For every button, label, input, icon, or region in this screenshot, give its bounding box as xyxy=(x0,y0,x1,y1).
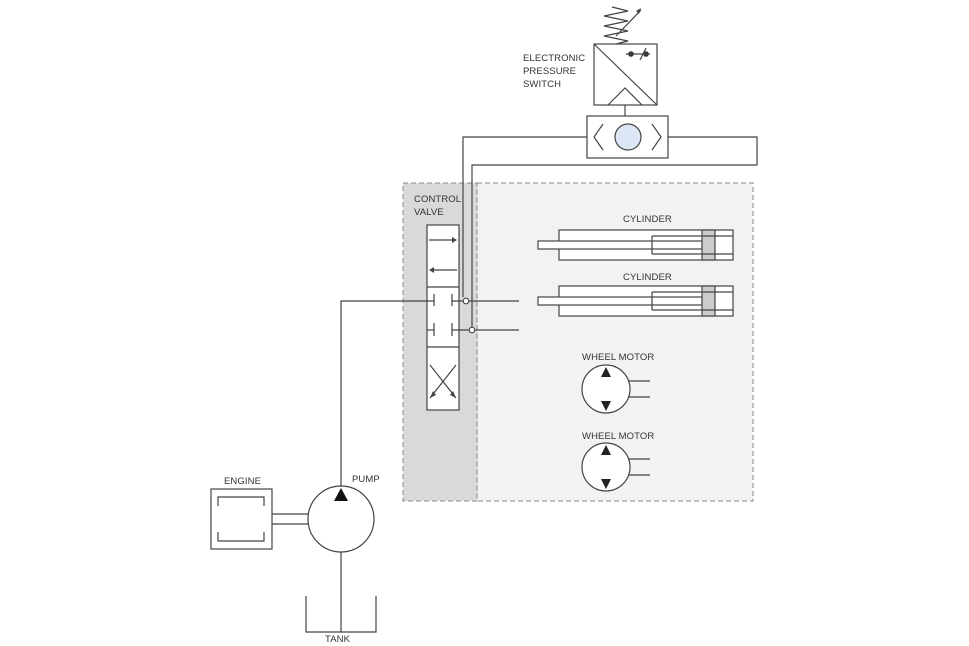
wheel-motor-1-arrow-up xyxy=(601,367,611,377)
adjust-arrow xyxy=(615,9,642,37)
pressure-switch-label-line-1: ELECTRONIC xyxy=(523,53,586,64)
switch-diagonal xyxy=(593,43,658,106)
engine-label: ENGINE xyxy=(224,476,262,487)
spool-cross-b xyxy=(429,364,457,399)
shuttle-ball xyxy=(614,123,642,151)
supply-line xyxy=(340,300,434,492)
wheel-motor-2-arrow-down xyxy=(601,479,611,489)
shuttle-seat-right xyxy=(651,123,662,151)
spool-cross-head-a xyxy=(450,391,456,398)
spool-cross-head-b xyxy=(430,391,436,398)
shuttle-seat-left xyxy=(593,123,604,151)
spool-arrowhead-lower xyxy=(429,267,434,273)
control-valve-label-line-1: CONTROL xyxy=(414,194,462,205)
control-valve-label: CONTROL VALVE xyxy=(414,193,461,219)
wheel-motor-2-arrow-up xyxy=(601,445,611,455)
cylinder-2-label: CYLINDER xyxy=(623,272,672,283)
cylinder-1-label: CYLINDER xyxy=(623,214,672,225)
engine-corner-tl xyxy=(217,496,265,506)
wheel-motor-1 xyxy=(581,364,631,414)
wheel-motor-2-label: WHEEL MOTOR xyxy=(582,431,655,442)
wheel-motor-1-label: WHEEL MOTOR xyxy=(582,352,655,363)
wheel-motor-2 xyxy=(581,442,631,492)
pump-label: PUMP xyxy=(352,474,380,485)
pressure-switch-label-line-3: SWITCH xyxy=(523,79,562,90)
cylinder-2-piston xyxy=(701,285,716,317)
cylinder-2-rod xyxy=(537,296,703,306)
junction-b xyxy=(468,326,476,334)
pump-flow-arrow xyxy=(334,488,348,501)
switch-pilot xyxy=(607,87,643,106)
cylinder-1-rod xyxy=(537,240,703,250)
spring-symbol xyxy=(603,6,629,45)
pressure-switch-label-line-2: PRESSURE xyxy=(523,66,577,77)
pressure-switch-label: ELECTRONIC PRESSURE SWITCH xyxy=(523,52,585,91)
junction-a xyxy=(462,297,470,305)
wheel-motor-1-arrow-down xyxy=(601,401,611,411)
tank-label: TANK xyxy=(325,634,351,645)
adjust-arrowhead xyxy=(636,8,641,14)
control-valve-spool xyxy=(426,224,460,411)
control-valve-label-line-2: VALVE xyxy=(414,207,444,218)
shuttle-line-left xyxy=(462,136,587,297)
cylinder-1-piston xyxy=(701,229,716,261)
shuttle-line-right xyxy=(471,136,758,330)
spool-arrowhead-upper xyxy=(452,237,457,243)
engine-box xyxy=(210,488,273,550)
engine-corner-bl xyxy=(217,532,265,542)
